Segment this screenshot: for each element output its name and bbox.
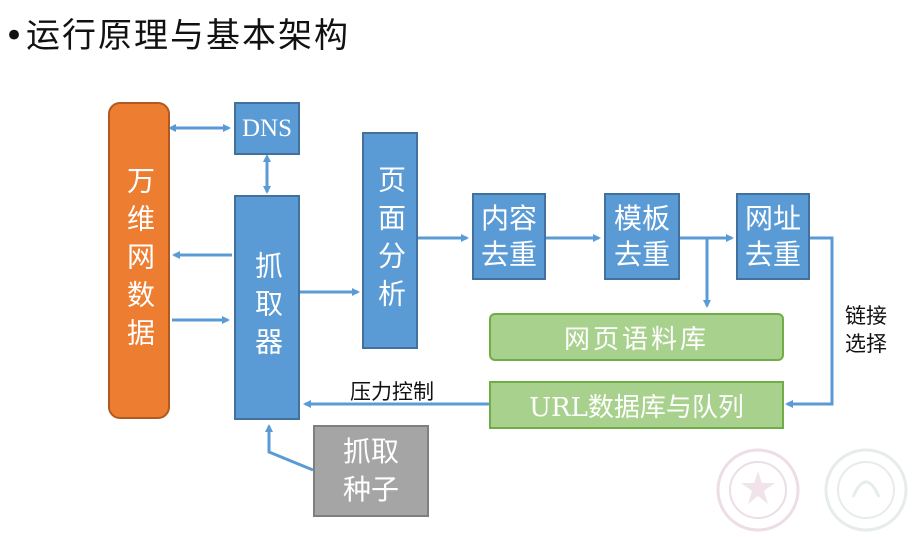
url-dedup-label-1: 网址 (744, 201, 801, 235)
crawl-seed-box: 抓取 种子 (313, 425, 429, 517)
url-queue-label: URL数据库与队列 (529, 392, 744, 423)
template-dedup-label-1: 模板 (613, 201, 670, 235)
content-dedup-box: 内容 去重 (472, 193, 546, 280)
crawler-label: 抓取器 (251, 250, 284, 365)
web-corpus-box: 网页语料库 (489, 313, 784, 361)
crawler-box: 抓取器 (234, 195, 300, 420)
web-data-box: 万维网数据 (108, 102, 170, 419)
content-dedup-label-2: 去重 (480, 237, 537, 271)
url-queue-box: URL数据库与队列 (489, 381, 784, 429)
web-data-label: 万维网数据 (123, 165, 156, 356)
university-seal-right (824, 448, 908, 532)
web-corpus-label: 网页语料库 (563, 324, 709, 355)
seed-to-crawler-arrow (265, 424, 314, 472)
link-select-label-2: 选择 (845, 332, 887, 356)
content-dedup-label-1: 内容 (480, 201, 537, 235)
page-analysis-box: 页面分析 (362, 132, 418, 349)
link-select-arrow (785, 236, 834, 408)
url-dedup-label-2: 去重 (744, 237, 801, 271)
link-select-label: 链接 选择 (845, 302, 887, 358)
crawl-seed-label-2: 种子 (342, 473, 399, 506)
crawl-seed-label-1: 抓取 (342, 435, 399, 468)
template-dedup-label-2: 去重 (613, 237, 670, 271)
dns-box: DNS (234, 102, 300, 155)
url-dedup-box: 网址 去重 (736, 193, 810, 280)
template-dedup-box: 模板 去重 (604, 193, 680, 280)
pressure-control-label: 压力控制 (350, 380, 434, 404)
link-select-label-1: 链接 (845, 304, 887, 328)
page-analysis-label: 页面分析 (374, 164, 407, 317)
university-seal-left (716, 448, 800, 532)
dns-label: DNS (241, 114, 292, 142)
slide-title: •运行原理与基本架构 (4, 16, 351, 56)
